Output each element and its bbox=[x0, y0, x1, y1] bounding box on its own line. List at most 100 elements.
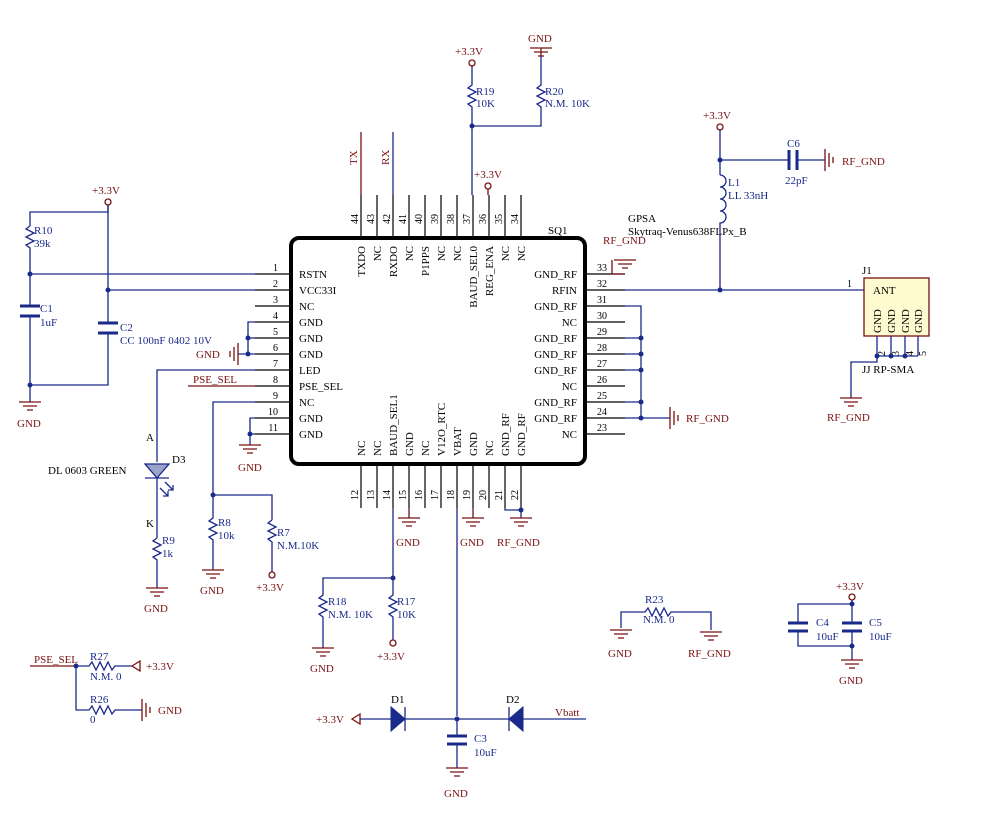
c6-value: 22pF bbox=[785, 175, 808, 187]
right-pin-name: GND_RF bbox=[534, 365, 577, 377]
c2-ref: C2 bbox=[120, 322, 133, 334]
left-pin-number: 4 bbox=[273, 311, 278, 322]
left-pin-number: 3 bbox=[273, 295, 278, 306]
l1-supply-label: +3.3V bbox=[703, 110, 731, 122]
bottom-pin-number: 13 bbox=[366, 490, 377, 500]
d3-led-diode[interactable] bbox=[143, 463, 171, 479]
r17-resistor[interactable] bbox=[387, 578, 399, 640]
d1-supply-arrow bbox=[350, 712, 361, 726]
gps-module-body[interactable] bbox=[289, 236, 587, 466]
r8-ref: R8 bbox=[218, 517, 231, 529]
r26-resistor[interactable] bbox=[75, 666, 142, 716]
gnd-pins-10-11-wire bbox=[249, 417, 255, 445]
right-pin-name: GND_RF bbox=[534, 349, 577, 361]
r27-supply-arrow bbox=[130, 659, 141, 673]
j1-gnd-pin-number: 4 bbox=[905, 351, 916, 356]
pin22-rf-gnd-label: RF_GND bbox=[497, 537, 540, 549]
r27-value: N.M. 0 bbox=[90, 671, 122, 683]
r26-ref: R26 bbox=[90, 694, 109, 706]
c5-capacitor[interactable] bbox=[842, 621, 862, 633]
r8-resistor[interactable] bbox=[207, 495, 219, 570]
top-pin-name: NC bbox=[436, 246, 448, 261]
bottom-pin-name: GND bbox=[404, 432, 416, 456]
r18-resistor[interactable] bbox=[317, 577, 393, 648]
r18-value: N.M. 10K bbox=[328, 609, 373, 621]
bottom-pin-name: NC bbox=[484, 441, 496, 456]
j1-gnd-pin-number: 2 bbox=[877, 351, 888, 356]
pin33-rf-gnd-label: RF_GND bbox=[603, 235, 646, 247]
c3-capacitor[interactable] bbox=[447, 734, 467, 746]
chip-name: GPSA bbox=[628, 213, 656, 225]
r10-resistor[interactable] bbox=[24, 225, 36, 274]
r10-top-wire bbox=[29, 205, 109, 226]
left-pin-name: GND bbox=[299, 429, 323, 441]
left-pin-name: GND bbox=[299, 349, 323, 361]
right-pin-labels: 33GND_RF32RFIN31GND_RF30NC29GND_RF28GND_… bbox=[534, 263, 607, 441]
right-pin-number: 24 bbox=[597, 407, 607, 418]
r9-resistor[interactable] bbox=[151, 537, 163, 588]
bottom-pin-number: 17 bbox=[430, 490, 441, 500]
right-pin-name: RFIN bbox=[552, 285, 577, 297]
pin11-gnd-label: GND bbox=[238, 462, 262, 474]
c4-value: 10uF bbox=[816, 631, 839, 643]
c2-wire bbox=[30, 290, 109, 386]
bottom-pin-name: NC bbox=[420, 441, 432, 456]
junction bbox=[638, 367, 644, 373]
d2-diode[interactable] bbox=[508, 705, 524, 733]
c2-capacitor[interactable] bbox=[98, 321, 118, 335]
l1-inductor[interactable] bbox=[719, 174, 727, 290]
right-pin-number: 27 bbox=[597, 359, 607, 370]
right-pin-number: 29 bbox=[597, 327, 607, 338]
bottom-pin-name: V12O_RTC bbox=[436, 403, 448, 456]
c1-ref: C1 bbox=[40, 303, 53, 315]
top-pin-name: NC bbox=[516, 246, 528, 261]
c6-rf-gnd-symbol bbox=[824, 149, 834, 171]
r20-gnd-symbol bbox=[530, 47, 552, 57]
c1-capacitor[interactable] bbox=[20, 304, 40, 318]
c6-capacitor[interactable] bbox=[787, 150, 799, 170]
r20-resistor[interactable] bbox=[472, 56, 547, 127]
top-pin-name: NC bbox=[500, 246, 512, 261]
d1-diode[interactable] bbox=[390, 705, 406, 733]
c6-rf-gnd-label: RF_GND bbox=[842, 156, 885, 168]
right-pin-name: NC bbox=[562, 381, 577, 393]
bottom-pin-number: 21 bbox=[494, 490, 505, 500]
pin19-gnd-symbol bbox=[462, 517, 484, 527]
d3-value: DL 0603 GREEN bbox=[48, 465, 126, 477]
left-pin-number: 1 bbox=[273, 263, 278, 274]
junction bbox=[638, 415, 644, 421]
d3-cathode-label: K bbox=[146, 518, 154, 530]
top-pin-number: 36 bbox=[478, 214, 489, 224]
pin33-wire bbox=[611, 260, 625, 275]
top-pin-number: 41 bbox=[398, 214, 409, 224]
c6-ref: C6 bbox=[787, 138, 800, 150]
left-pin-number: 9 bbox=[273, 391, 278, 402]
pse-sel-label: PSE_SEL bbox=[193, 374, 237, 386]
top-pin-number: 42 bbox=[382, 214, 393, 224]
top-pin-labels: 44TXDO43NC42RXDO41NC40P1PPS39NC38NC37BAU… bbox=[350, 214, 528, 308]
bottom-pin-number: 16 bbox=[414, 490, 425, 500]
r27-resistor[interactable] bbox=[76, 660, 132, 672]
left-pin-name: PSE_SEL bbox=[299, 381, 343, 393]
r7-resistor[interactable] bbox=[266, 519, 278, 572]
r23-gnd-symbol bbox=[610, 629, 632, 639]
c3-gnd-symbol bbox=[446, 767, 468, 777]
r18-ref: R18 bbox=[328, 596, 347, 608]
c2-value: CC 100nF 0402 10V bbox=[120, 335, 212, 347]
j1-antenna-connector[interactable] bbox=[863, 277, 930, 337]
c4-capacitor[interactable] bbox=[788, 621, 808, 633]
left-pin-number: 10 bbox=[268, 407, 278, 418]
right-pin-number: 33 bbox=[597, 263, 607, 274]
left-pin-name: VCC33I bbox=[299, 285, 337, 297]
bottom-pin-labels: 12NC13NC14BAUD_SEL115GND16NC17V12O_RTC18… bbox=[350, 394, 528, 500]
d3-cathode-wire bbox=[145, 477, 169, 538]
junction bbox=[638, 351, 644, 357]
c3-value: 10uF bbox=[474, 747, 497, 759]
r23-resistor[interactable] bbox=[620, 606, 712, 630]
right-pin-name: GND_RF bbox=[534, 301, 577, 313]
right-pin-name: GND_RF bbox=[534, 333, 577, 345]
r19-resistor[interactable] bbox=[466, 66, 478, 126]
junction bbox=[469, 123, 475, 129]
left-pin-number: 8 bbox=[273, 375, 278, 386]
top-pin-number: 34 bbox=[510, 214, 521, 224]
